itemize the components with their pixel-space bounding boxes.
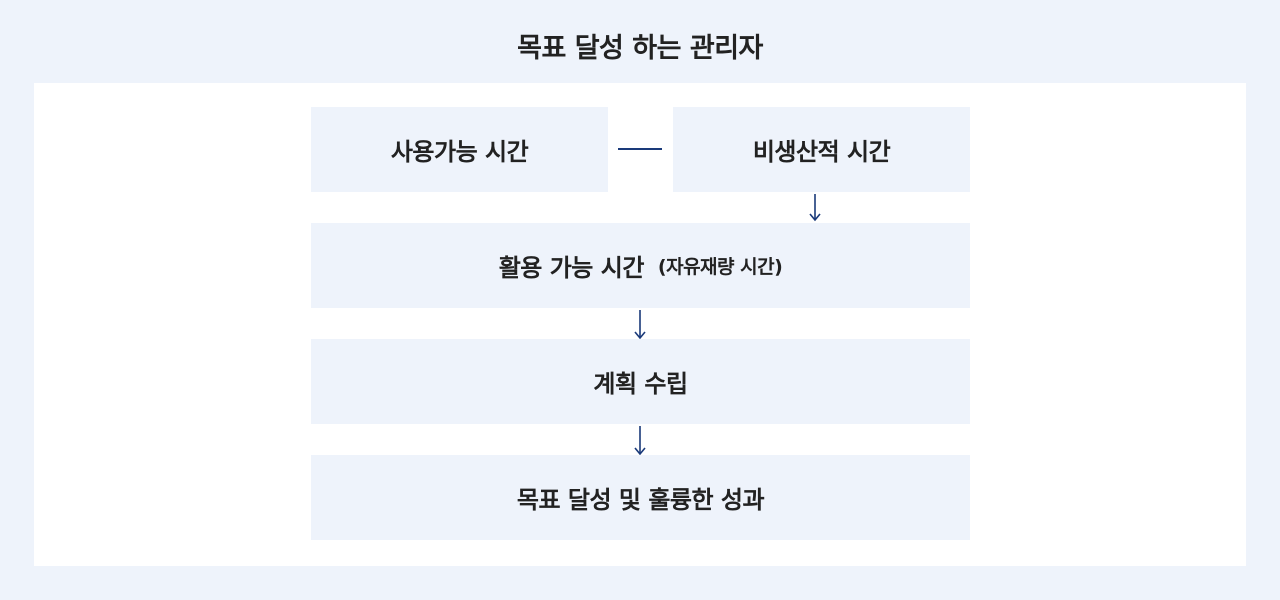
node-usable-time-sub: (자유재량 시간)	[657, 256, 783, 278]
arrow-down-icon	[634, 426, 646, 456]
node-available-time-label: 사용가능 시간	[390, 138, 529, 166]
diagram-panel: 사용가능 시간 비생산적 시간 활용 가능 시간 (자유재량 시간) 계획 수립…	[34, 83, 1246, 566]
node-unproductive-time: 비생산적 시간	[673, 107, 970, 192]
diagram-title: 목표 달성 하는 관리자	[517, 33, 763, 64]
node-available-time: 사용가능 시간	[311, 107, 608, 192]
node-unproductive-time-label: 비생산적 시간	[752, 138, 891, 166]
node-usable-time: 활용 가능 시간 (자유재량 시간)	[311, 223, 970, 308]
connector-line	[618, 148, 662, 150]
node-goal: 목표 달성 및 훌륭한 성과	[311, 455, 970, 540]
arrow-down-icon	[634, 310, 646, 340]
node-planning-label: 계획 수립	[593, 370, 688, 398]
arrow-down-icon	[809, 194, 821, 222]
node-goal-label: 목표 달성 및 훌륭한 성과	[516, 486, 765, 514]
node-planning: 계획 수립	[311, 339, 970, 424]
node-usable-time-label: 활용 가능 시간	[498, 254, 645, 282]
